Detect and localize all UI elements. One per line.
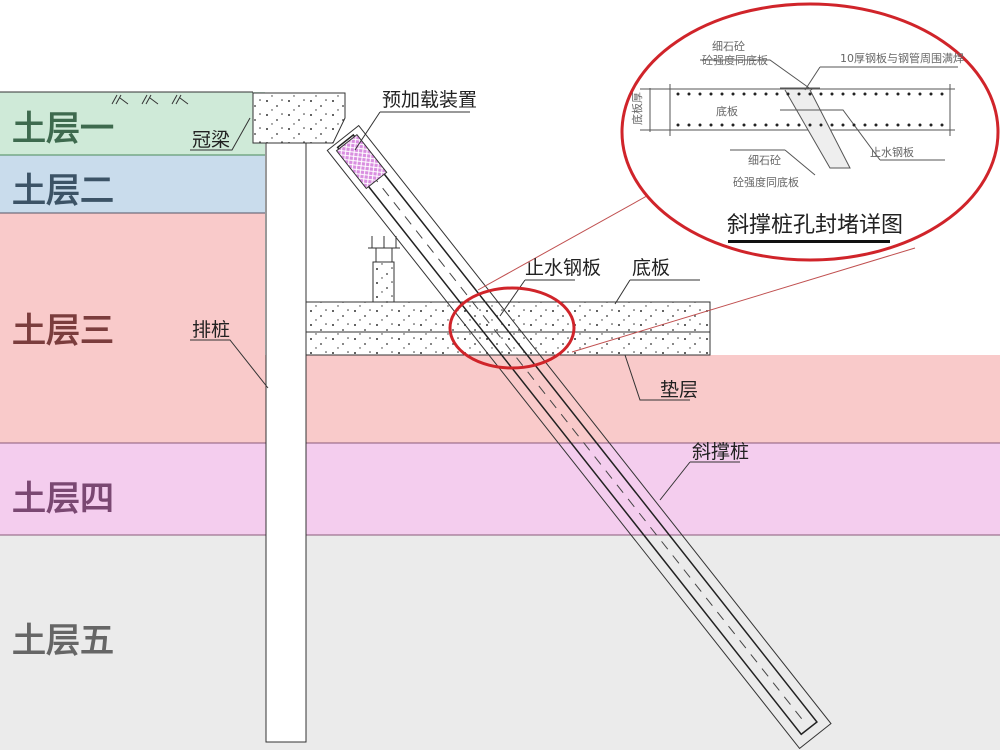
label-preload-device: 预加载装置 <box>382 89 477 111</box>
rebar-dot <box>874 123 878 127</box>
floor-slab <box>305 301 711 333</box>
rebar-dot <box>797 92 801 96</box>
rebar-dot <box>687 123 691 127</box>
detail-fine-concrete-top: 细石砼 <box>712 40 745 53</box>
highlight-circle-small <box>448 286 576 370</box>
rebar-dot <box>698 123 702 127</box>
preload-device <box>335 133 388 190</box>
rebar-dot <box>918 92 922 96</box>
rebar-dots <box>676 92 944 127</box>
rebar-dot <box>852 92 856 96</box>
label-cushion: 垫层 <box>660 379 698 401</box>
rebar-dot <box>885 123 889 127</box>
rebar-dot <box>720 92 724 96</box>
rebar-dot <box>929 92 933 96</box>
crown-beam <box>252 92 346 144</box>
rebar-dot <box>896 123 900 127</box>
rebar-dot <box>918 123 922 127</box>
layer-label-4: 土层四 <box>12 479 114 519</box>
rebar-dot <box>753 92 757 96</box>
rebar-dot <box>698 92 702 96</box>
layer-label-3: 土层三 <box>12 311 114 351</box>
column-stub <box>372 261 395 302</box>
detail-slab: 底板 <box>716 104 738 118</box>
detail-fine-concrete-bottom: 细石砼 <box>748 154 781 167</box>
rebar-dot <box>940 92 944 96</box>
soil-layer-3 <box>0 213 265 443</box>
rebar-dot <box>929 123 933 127</box>
rebar-dot <box>863 123 867 127</box>
soil-layer-4 <box>0 443 1000 535</box>
detail-title: 斜撑桩孔封堵详图 <box>727 213 903 238</box>
soil-layer-3-right <box>265 355 1000 443</box>
rebar-dot <box>687 92 691 96</box>
inclined-pile <box>326 124 832 750</box>
rebar-dot <box>731 92 735 96</box>
layer-label-2: 土层二 <box>12 171 114 211</box>
rebar-dot <box>786 123 790 127</box>
label-inclined-pile: 斜撑桩 <box>692 441 749 463</box>
rebar-dot <box>742 92 746 96</box>
rebar-dot <box>775 92 779 96</box>
label-floor-slab: 底板 <box>632 257 670 279</box>
rebar-dot <box>841 123 845 127</box>
rebar-dot <box>709 92 713 96</box>
rebar-dot <box>885 92 889 96</box>
detail-slab-thickness: 底板厚 <box>630 92 644 125</box>
rebar-dot <box>940 123 944 127</box>
rebar-dot <box>907 123 911 127</box>
rebar-dot <box>676 92 680 96</box>
detail-waterstop: 止水钢板 <box>870 145 914 159</box>
layer-label-5: 土层五 <box>12 621 114 661</box>
rebar-dot <box>753 123 757 127</box>
rebar-dot <box>819 123 823 127</box>
rebar-dot <box>731 123 735 127</box>
detail-weld-note: 10厚钢板与钢管周围满焊 <box>840 51 964 65</box>
rebar-dot <box>830 92 834 96</box>
rebar-dot <box>841 92 845 96</box>
label-crown-beam: 冠梁 <box>192 129 230 151</box>
rebar-dot <box>819 92 823 96</box>
rebar-dot <box>764 123 768 127</box>
rebar-dot <box>720 123 724 127</box>
layer-label-1: 土层一 <box>12 109 114 149</box>
rebar-dot <box>764 92 768 96</box>
rebar-dot <box>808 92 812 96</box>
label-row-pile: 排桩 <box>192 319 230 341</box>
rebar-dot <box>830 123 834 127</box>
detail-strength-top: 砼强度同底板 <box>702 53 768 67</box>
ground-hatch-icon <box>111 94 189 105</box>
soil-layer-5 <box>0 535 1000 750</box>
rebar-dot <box>907 92 911 96</box>
detail-strength-bottom: 砼强度同底板 <box>733 175 799 189</box>
rebar-dot <box>709 123 713 127</box>
row-pile <box>265 141 307 743</box>
soil-layer-1 <box>0 92 265 155</box>
rebar-dot <box>742 123 746 127</box>
rebar-dot <box>775 123 779 127</box>
rebar-dot <box>808 123 812 127</box>
rebar-dot <box>863 92 867 96</box>
soil-layer-2 <box>0 155 265 213</box>
detail-drawing <box>640 59 958 176</box>
cushion-layer <box>305 331 711 356</box>
rebar-dot <box>852 123 856 127</box>
label-waterstop-plate: 止水钢板 <box>525 257 601 279</box>
rebar-dot <box>676 123 680 127</box>
rebar-dot <box>786 92 790 96</box>
rebar-dot <box>874 92 878 96</box>
rebar-dot <box>797 123 801 127</box>
detail-title-underline <box>728 240 890 243</box>
rebar-dot <box>896 92 900 96</box>
